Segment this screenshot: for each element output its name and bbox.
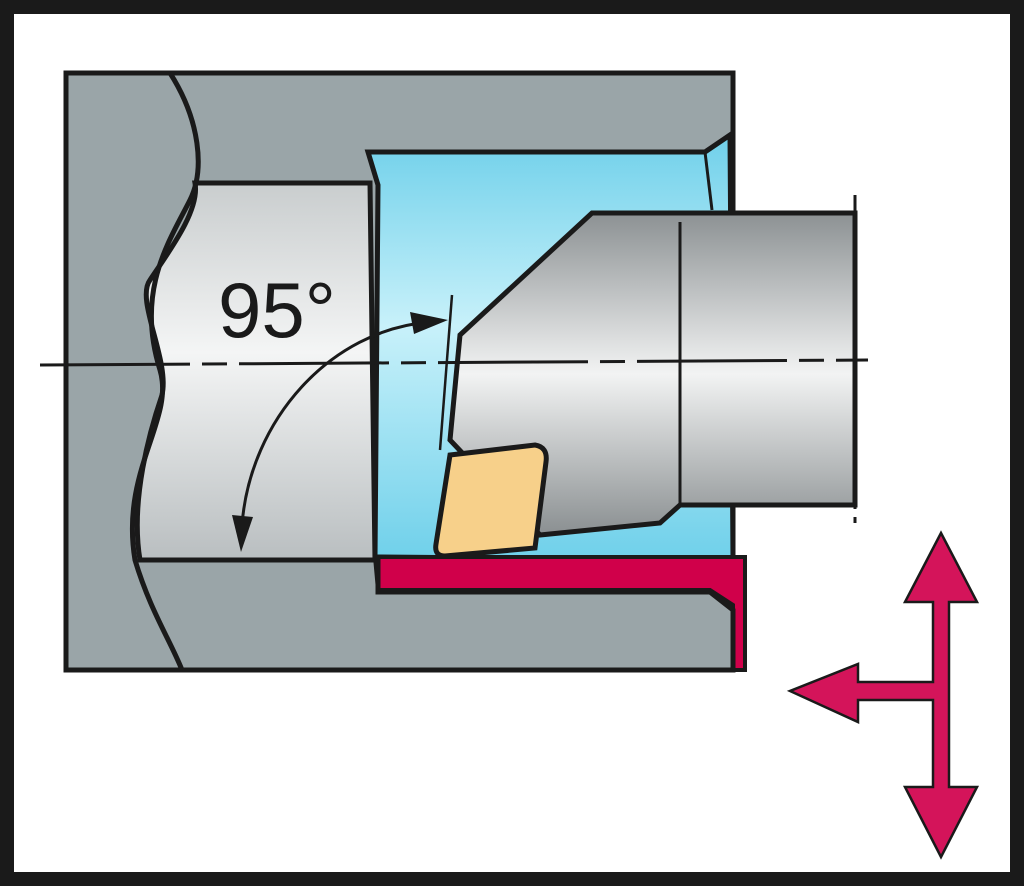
arrowhead-icon [410,312,448,334]
cutting-edge-line [438,294,454,451]
workpiece-edge [365,557,736,670]
break-line [129,71,201,671]
angle-label: 95° [218,266,336,354]
cutting-insert [433,442,549,559]
arrowhead-icon [232,515,253,552]
center-line [39,358,869,367]
feed-direction-arrows [786,530,980,860]
angle-arc [240,320,431,526]
chamfer-line [703,151,714,211]
